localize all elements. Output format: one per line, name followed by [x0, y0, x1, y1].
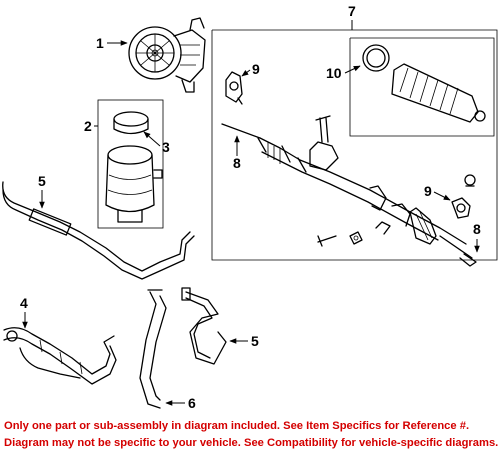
disclaimer-banner: Only one part or sub-assembly in diagram… [0, 415, 500, 457]
disclaimer-line-2: Diagram may not be specific to your vehi… [4, 437, 499, 449]
disclaimer-line-1: Only one part or sub-assembly in diagram… [4, 420, 470, 432]
outer-tie-rod-end-left [225, 71, 243, 105]
power-steering-hose-lower [181, 287, 227, 365]
callout-9-left: 9 [241, 61, 260, 77]
svg-text:6: 6 [188, 395, 196, 411]
svg-text:8: 8 [473, 221, 481, 237]
callout-8-left: 8 [233, 135, 241, 171]
svg-text:10: 10 [326, 65, 342, 81]
steering-gear-assembly-bracket [211, 29, 498, 261]
svg-text:1: 1 [96, 35, 104, 51]
reservoir-bracket [97, 99, 164, 229]
svg-text:8: 8 [233, 155, 241, 171]
svg-text:3: 3 [162, 139, 170, 155]
callout-9-right: 9 [424, 183, 451, 201]
mounting-bolts [317, 221, 391, 247]
svg-text:9: 9 [424, 183, 432, 199]
callout-2: 2 [84, 118, 98, 134]
svg-text:9: 9 [252, 61, 260, 77]
callout-6: 6 [165, 395, 196, 411]
svg-text:2: 2 [84, 118, 92, 134]
return-hose [139, 289, 167, 409]
callout-4: 4 [20, 295, 28, 329]
callout-8-right: 8 [473, 221, 481, 253]
power-steering-reservoir [105, 145, 163, 223]
svg-text:4: 4 [20, 295, 28, 311]
callout-1: 1 [96, 35, 128, 51]
svg-text:5: 5 [251, 333, 259, 349]
steering-gear-boot [391, 63, 486, 123]
callout-5-lower: 5 [229, 333, 259, 349]
pressure-line-assembly [3, 327, 117, 385]
boot-clamp [362, 44, 390, 72]
svg-text:5: 5 [38, 173, 46, 189]
power-steering-hose-upper [2, 181, 195, 280]
callout-10: 10 [326, 65, 361, 81]
parts-diagram: 1 2 3 4 5 5 6 7 8 8 9 9 [2, 3, 498, 411]
reservoir-cap [113, 111, 149, 135]
callout-7: 7 [348, 3, 356, 30]
boot-kit-box [349, 37, 495, 137]
rack-and-pinion-steering-gear [221, 115, 477, 267]
callout-5-upper: 5 [38, 173, 46, 209]
svg-text:7: 7 [348, 3, 356, 19]
power-steering-pump [128, 17, 206, 93]
callout-3: 3 [143, 131, 170, 155]
outer-tie-rod-end-right [451, 174, 476, 219]
